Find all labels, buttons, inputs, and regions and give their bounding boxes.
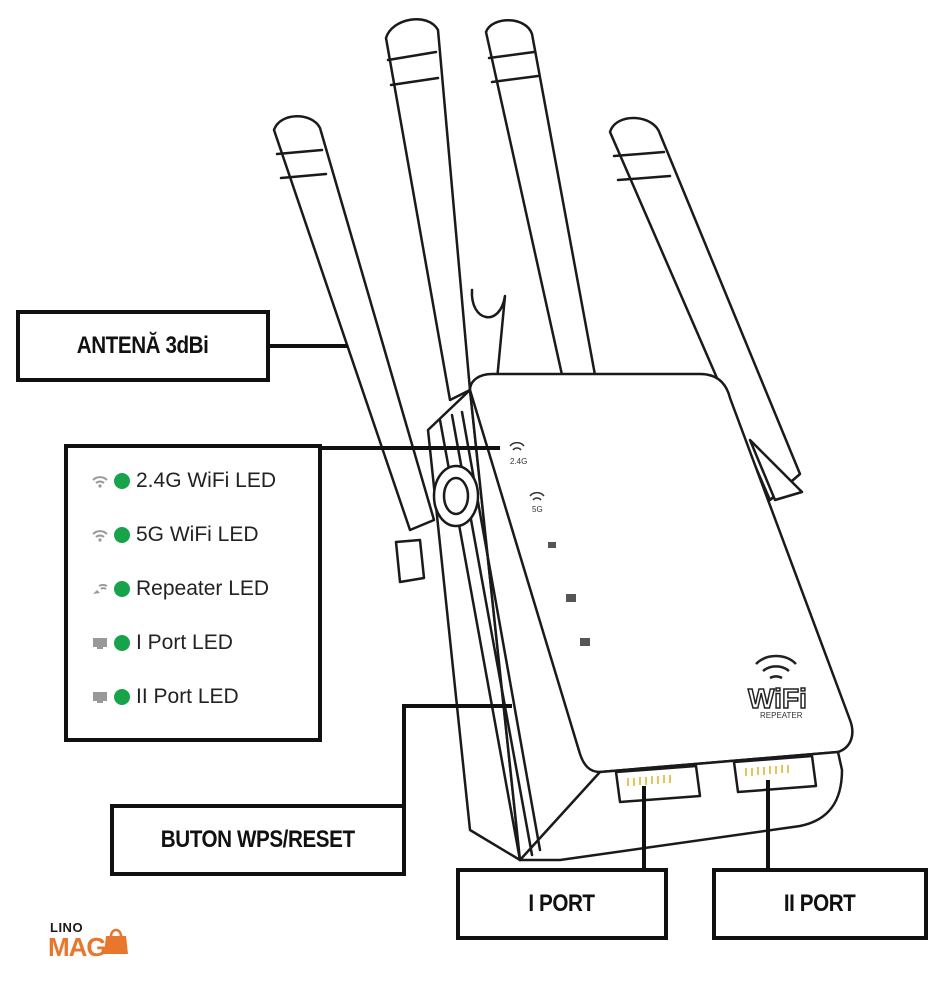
port-1-led-icon — [566, 594, 576, 602]
green-led-dot — [114, 689, 130, 705]
antenna-4 — [272, 115, 436, 532]
legend-item-5g: 5G WiFi LED — [90, 520, 259, 550]
port-1-label: I PORT — [528, 890, 596, 917]
wps-button-label: BUTON WPS/RESET — [161, 826, 355, 853]
wifi-logo-subtext: REPEATER — [760, 711, 803, 720]
wps-button-callout: BUTON WPS/RESET — [110, 804, 406, 876]
legend-text: I Port LED — [136, 631, 233, 654]
legend-item-port-2: II Port LED — [90, 682, 239, 712]
shopping-bag-icon — [104, 928, 128, 954]
wps-callout-line — [402, 704, 512, 806]
led-label-5g: 5G — [532, 505, 543, 514]
brand-logo: LINO MAG — [44, 918, 134, 974]
green-led-dot — [114, 581, 130, 597]
legend-item-port-1: I Port LED — [90, 628, 233, 658]
port-2-callout: II PORT — [712, 868, 928, 940]
port-2-label: II PORT — [784, 890, 856, 917]
legend-text: 2.4G WiFi LED — [136, 469, 277, 492]
wifi-icon — [90, 527, 110, 543]
legend-text: Repeater LED — [136, 577, 270, 600]
led-label-24: 2.4G — [510, 457, 527, 466]
legend-item-repeater: Repeater LED — [90, 574, 269, 604]
led-legend: 2.4G WiFi LED 5G WiFi LED Repeater LED I… — [64, 444, 322, 742]
repeater-led-icon — [548, 542, 556, 548]
green-led-dot — [114, 635, 130, 651]
brand-line2: MAG — [48, 932, 107, 962]
repeater-icon — [90, 581, 110, 597]
wifi-logo-text: WiFi — [748, 683, 807, 714]
brand-line1: LINO — [50, 920, 84, 935]
monitor-icon — [90, 689, 110, 705]
antenna-label: ANTENĂ 3dBi — [77, 332, 209, 359]
port-2-socket — [732, 754, 818, 794]
legend-text: II Port LED — [136, 685, 239, 708]
legend-text: 5G WiFi LED — [136, 523, 259, 546]
green-led-dot — [114, 527, 130, 543]
monitor-icon — [90, 635, 110, 651]
port-1-callout: I PORT — [456, 868, 668, 940]
antenna-1 — [384, 18, 507, 402]
legend-item-24g: 2.4G WiFi LED — [90, 466, 276, 496]
antenna-2 — [484, 19, 602, 404]
wifi-icon — [90, 473, 110, 489]
antenna-callout: ANTENĂ 3dBi — [16, 310, 270, 382]
wifi-logo-arcs — [755, 654, 797, 680]
green-led-dot — [114, 473, 130, 489]
port-2-led-icon — [580, 638, 590, 646]
antenna-3 — [608, 116, 804, 502]
